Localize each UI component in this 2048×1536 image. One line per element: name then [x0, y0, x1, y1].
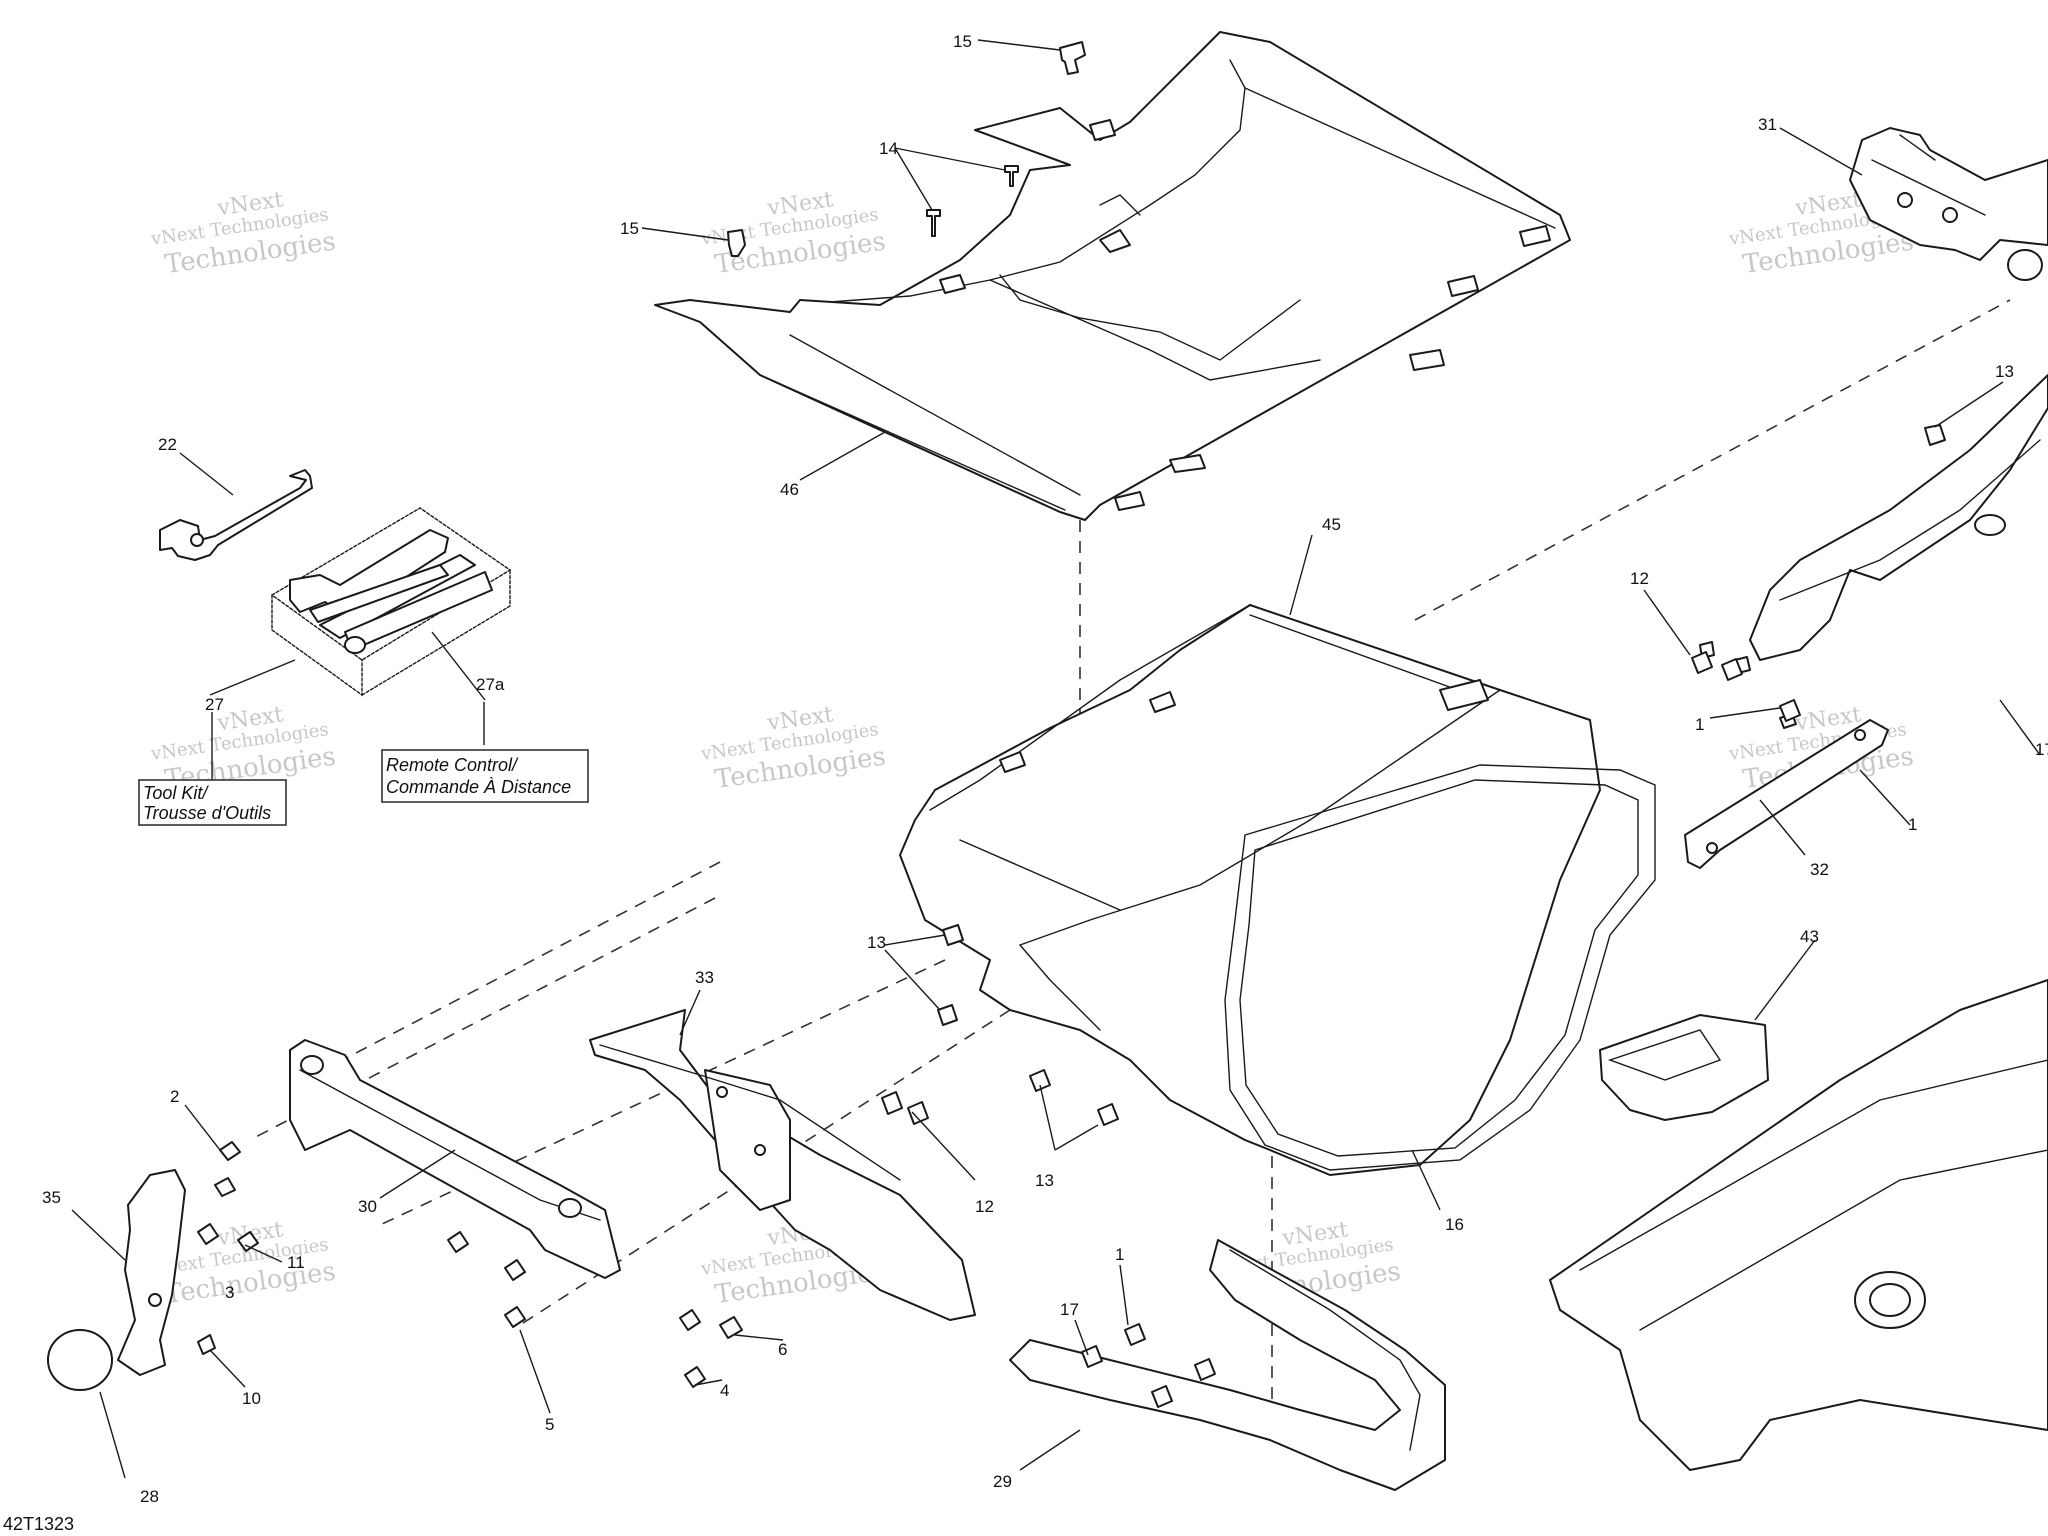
callout-30: 30 — [358, 1197, 377, 1216]
callout-43: 43 — [1800, 927, 1819, 946]
note-remote-control-line1: Remote Control/ — [386, 755, 519, 775]
callout-13: 13 — [867, 933, 886, 952]
callout-35: 35 — [42, 1188, 61, 1207]
part-28-cap — [47, 1329, 113, 1391]
callout-11: 11 — [287, 1253, 305, 1272]
callout-29: 29 — [993, 1472, 1012, 1491]
callout-33: 33 — [695, 968, 714, 987]
fasteners-misc — [197, 651, 1801, 1408]
callout-16: 16 — [1445, 1215, 1464, 1234]
callout-4: 4 — [720, 1381, 729, 1400]
part-46-upper-tray — [654, 31, 1571, 521]
part-30-left-bracket — [289, 1039, 621, 1279]
callout-27a: 27a — [476, 675, 505, 694]
callout-6: 6 — [778, 1340, 787, 1359]
callout-13: 13 — [1995, 362, 2014, 381]
callout-12: 12 — [975, 1197, 994, 1216]
callout-28: 28 — [140, 1487, 159, 1506]
note-tool-kit-line1: Tool Kit/ — [143, 783, 209, 803]
callout-10: 10 — [242, 1389, 261, 1408]
callout-27: 27 — [205, 695, 224, 714]
callouts: 15 14 15 31 22 46 45 13 12 1 17 27 27a 3… — [42, 32, 2048, 1506]
note-remote-control: Remote Control/ Commande À Distance — [381, 749, 589, 803]
part-16-seal — [1224, 764, 1656, 1171]
part-27-tool-kit — [270, 507, 512, 697]
part-35-plate-left — [117, 1169, 186, 1376]
leader-lines — [71, 39, 2041, 1479]
part-29-handle — [1009, 1239, 1446, 1491]
callout-1: 1 — [1908, 815, 1917, 834]
callout-31: 31 — [1758, 115, 1777, 134]
part-31-right-bracket — [1749, 127, 2048, 661]
part-22-wrench — [159, 469, 313, 561]
callout-15: 15 — [953, 32, 972, 51]
reference-code: 42T1323 — [3, 1514, 74, 1534]
part-43-latch — [1599, 1014, 1769, 1121]
callout-5: 5 — [545, 1415, 554, 1434]
callout-13: 13 — [1035, 1171, 1054, 1190]
part-45-storage-bin — [899, 604, 1601, 1176]
callout-32: 32 — [1810, 860, 1829, 879]
note-remote-control-line2: Commande À Distance — [386, 777, 571, 797]
callout-2: 2 — [170, 1087, 179, 1106]
part-33-mid-bracket — [589, 1009, 976, 1321]
callout-45: 45 — [1322, 515, 1341, 534]
callout-17: 17 — [1060, 1300, 1079, 1319]
note-tool-kit-line2: Trousse d'Outils — [143, 803, 271, 823]
callout-15: 15 — [620, 219, 639, 238]
callout-14: 14 — [879, 139, 898, 158]
callout-12: 12 — [1630, 569, 1649, 588]
callout-22: 22 — [158, 435, 177, 454]
callout-1: 1 — [1115, 1245, 1124, 1264]
callout-3: 3 — [225, 1283, 234, 1302]
note-tool-kit: Tool Kit/ Trousse d'Outils — [138, 779, 287, 826]
fasteners-14-15 — [727, 41, 1086, 257]
callout-46: 46 — [780, 480, 799, 499]
rear-cover — [1549, 979, 2048, 1471]
callout-17: 17 — [2035, 740, 2048, 759]
callout-1: 1 — [1695, 715, 1704, 734]
